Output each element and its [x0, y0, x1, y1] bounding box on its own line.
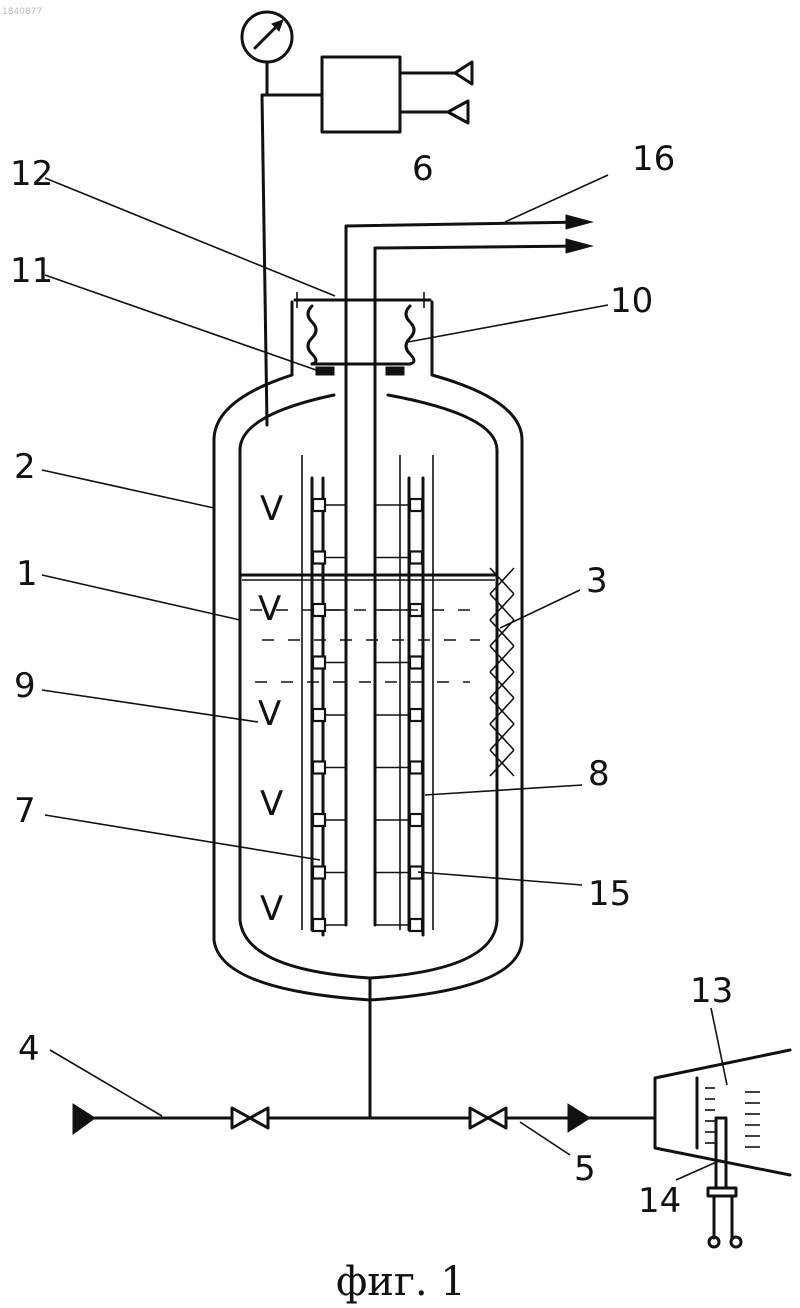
outlet-arrow-bottom	[566, 239, 592, 253]
vapor-mark-3: V	[258, 694, 281, 734]
label-16: 16	[632, 139, 675, 179]
label-8: 8	[588, 754, 610, 794]
label-9: 9	[14, 666, 36, 706]
valve-left-icon[interactable]	[232, 1108, 268, 1128]
label-5: 5	[574, 1149, 596, 1189]
label-7: 7	[14, 791, 36, 831]
cell-15	[313, 499, 325, 511]
seal-right	[386, 367, 404, 375]
label-2: 2	[14, 447, 36, 487]
cell-15	[410, 709, 422, 721]
terminal-right-icon	[731, 1237, 741, 1247]
cell-15	[313, 867, 325, 879]
cell-15	[410, 552, 422, 564]
cell-15	[313, 762, 325, 774]
cell-15	[313, 814, 325, 826]
heater-element-14	[716, 1118, 726, 1188]
label-3: 3	[586, 561, 608, 601]
bellows-left	[308, 306, 316, 364]
label-15: 15	[588, 874, 631, 914]
unit-output-bottom-icon	[448, 101, 468, 123]
cell-15	[410, 814, 422, 826]
cell-15	[313, 709, 325, 721]
cell-15	[313, 657, 325, 669]
figure-caption: фиг. 1	[336, 1259, 466, 1305]
cell-15	[410, 657, 422, 669]
cell-15	[313, 604, 325, 616]
label-10: 10	[610, 281, 653, 321]
cell-15	[410, 499, 422, 511]
cell-15	[410, 919, 422, 931]
mesh-packing	[490, 568, 514, 776]
label-6: 6	[412, 149, 434, 189]
terminal-left-icon	[709, 1237, 719, 1247]
label-11: 11	[10, 251, 53, 291]
cell-15	[313, 919, 325, 931]
seal-left	[316, 367, 334, 375]
bellows-right	[406, 306, 414, 364]
cell-15	[313, 552, 325, 564]
document-id: 1840877	[2, 7, 42, 17]
label-12: 12	[10, 154, 53, 194]
outlet-arrow-icon	[568, 1104, 590, 1132]
leader-lines	[42, 175, 727, 1180]
vapor-mark-5: V	[260, 889, 283, 929]
vapor-mark-2: V	[258, 589, 281, 629]
vapor-mark-1: V	[260, 489, 283, 529]
collector-13	[655, 1050, 790, 1175]
label-4: 4	[18, 1029, 40, 1069]
control-unit-box	[322, 57, 400, 132]
inlet-arrow-icon	[73, 1104, 95, 1134]
unit-output-top-icon	[455, 62, 472, 84]
electrode-rungs	[323, 505, 409, 925]
label-1: 1	[16, 554, 38, 594]
label-14: 14	[638, 1181, 681, 1221]
valve-right-icon[interactable]	[470, 1108, 506, 1128]
collector-marks	[705, 1088, 760, 1147]
cell-15	[410, 762, 422, 774]
label-13: 13	[690, 971, 733, 1011]
outlet-arrow-top	[566, 215, 592, 229]
vapor-mark-4: V	[260, 784, 283, 824]
